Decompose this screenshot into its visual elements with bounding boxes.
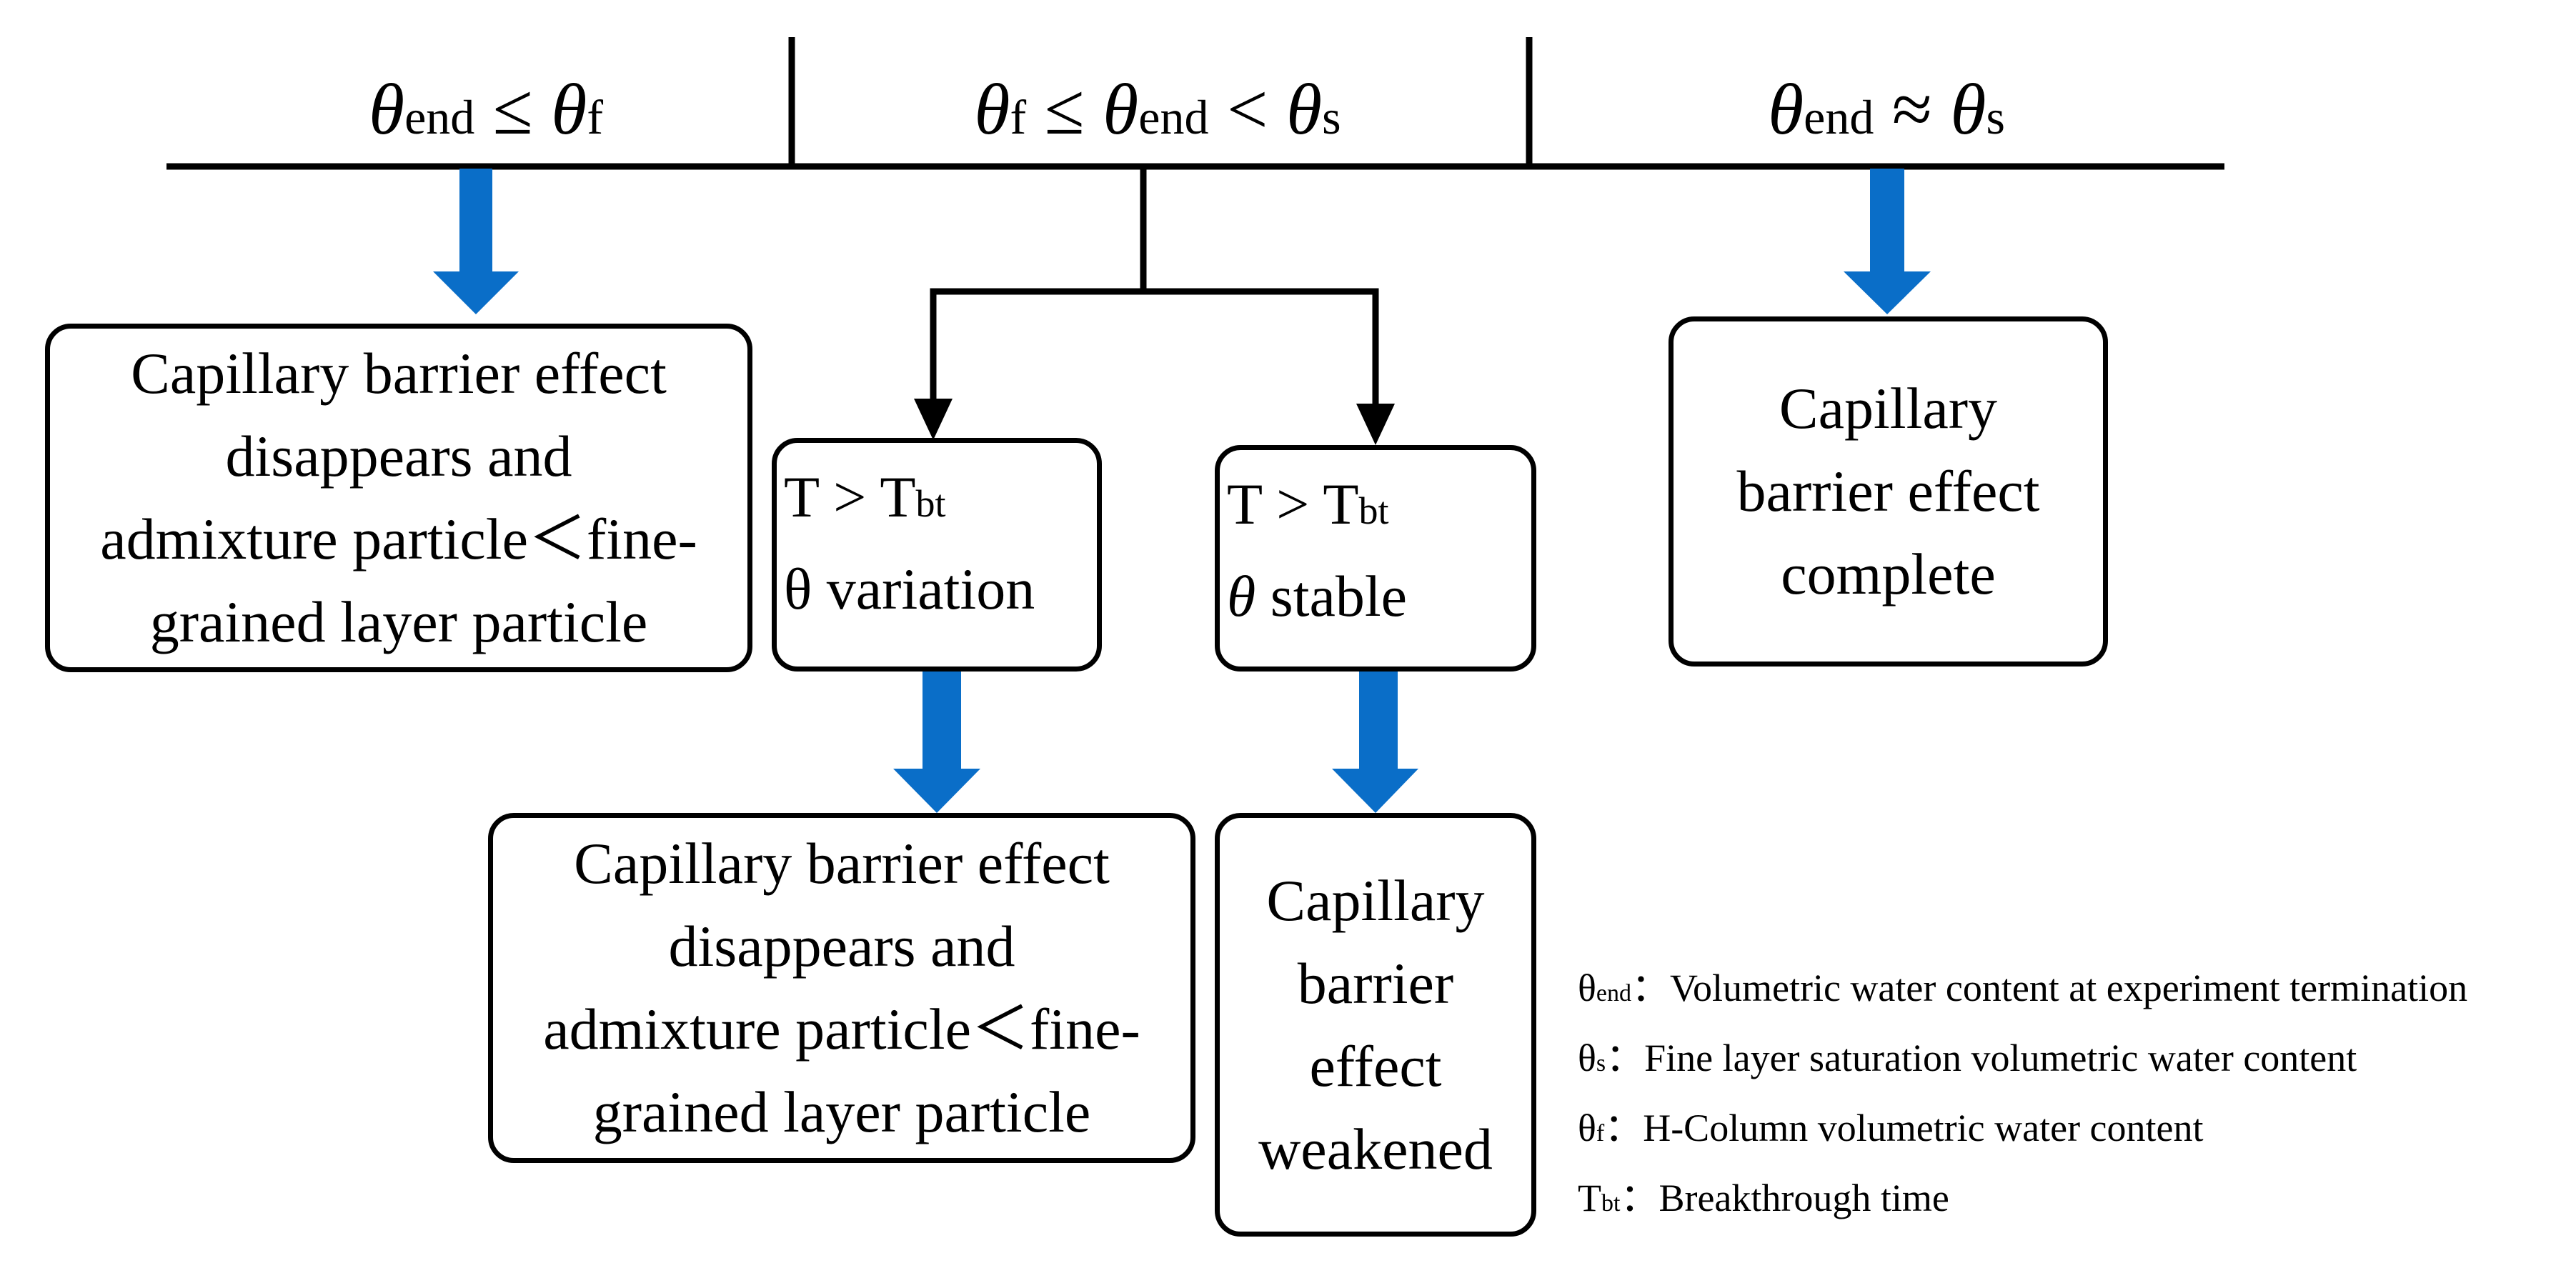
box-variation-result: Capillary barrier effect disappears and … — [488, 813, 1195, 1163]
header-right-condition: θend ≈ θs — [1768, 69, 2005, 150]
header-left-condition: θend ≤ θf — [368, 69, 604, 150]
box-condition-variation: T > Tbt θ variation — [772, 438, 1102, 672]
legend: θend：Volumetric water content at experim… — [1578, 956, 2467, 1236]
box-stable-result-line-4: weakened — [1258, 1116, 1493, 1182]
blue-arrow-variation — [893, 670, 980, 813]
condition-variation-time: T > Tbt — [784, 464, 946, 529]
condition-stable-theta: θ stable — [1227, 564, 1408, 629]
box-left-result-line-3: admixture particle＜fine- — [100, 506, 697, 571]
box-stable-result: Capillary barrier effect weakened — [1215, 813, 1536, 1237]
box-left-result-line-2: disappears and — [225, 424, 572, 489]
box-left-result: Capillary barrier effect disappears and … — [45, 324, 752, 672]
header-middle-condition: θf ≤ θend < θs — [974, 69, 1341, 150]
branch-bar — [930, 288, 1379, 406]
box-left-result-line-1: Capillary barrier effect — [131, 341, 667, 406]
legend-row-theta-end: θend：Volumetric water content at experim… — [1578, 967, 2468, 1009]
box-variation-result-line-1: Capillary barrier effect — [574, 831, 1110, 896]
box-right-result-line-2: barrier effect — [1736, 459, 2040, 524]
box-right-result: Capillary barrier effect complete — [1669, 316, 2108, 667]
box-stable-result-line-1: Capillary — [1266, 867, 1485, 933]
box-right-result-line-3: complete — [1781, 541, 1996, 606]
box-right-result-line-1: Capillary — [1779, 376, 1998, 441]
box-left-result-line-4: grained layer particle — [149, 589, 648, 654]
legend-row-t-bt: Tbt：Breakthrough time — [1578, 1177, 1949, 1219]
condition-stable-time: T > Tbt — [1227, 471, 1389, 536]
branch-arrowhead-right — [1356, 404, 1395, 445]
box-variation-result-line-2: disappears and — [668, 914, 1015, 979]
blue-arrow-right — [1844, 169, 1931, 314]
branch-arrowhead-left — [914, 399, 953, 440]
box-stable-result-line-2: barrier — [1297, 950, 1454, 1016]
blue-arrow-stable — [1332, 670, 1418, 813]
box-variation-result-line-3: admixture particle＜fine- — [543, 997, 1140, 1062]
legend-row-theta-s: θs：Fine layer saturation volumetric wate… — [1578, 1037, 2357, 1079]
box-condition-stable: T > Tbt θ stable — [1215, 445, 1536, 672]
legend-row-theta-f: θf：H-Column volumetric water content — [1578, 1107, 2204, 1149]
box-stable-result-line-3: effect — [1309, 1033, 1442, 1099]
blue-arrow-left — [433, 169, 519, 314]
condition-variation-theta: θ variation — [784, 556, 1035, 621]
box-variation-result-line-4: grained layer particle — [592, 1079, 1091, 1144]
